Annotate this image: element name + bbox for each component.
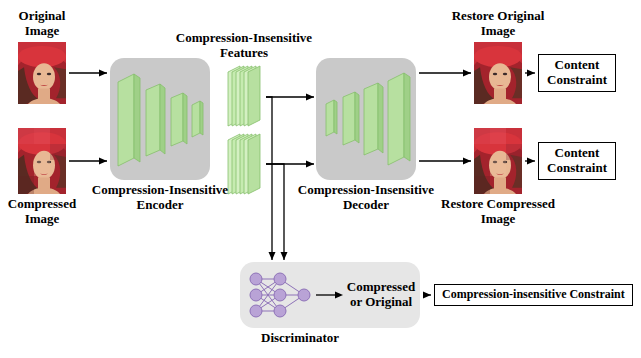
arrow-head: [306, 94, 314, 101]
compressed-photo: [18, 128, 66, 194]
compression-blocks: [474, 128, 522, 194]
arrow-connector: [266, 94, 314, 168]
node-heading: Discriminator: [261, 331, 339, 346]
neuron: [274, 305, 286, 317]
restored-original-photo: [474, 42, 522, 104]
node-heading: Compression-Insensitive Features: [159, 31, 329, 61]
node-heading: Restore Original Image: [438, 9, 558, 39]
box-text: Content Constraint: [546, 146, 608, 176]
layer-block: [160, 84, 165, 154]
block: [490, 128, 506, 144]
arrow-head: [423, 291, 431, 298]
arrow-head: [463, 70, 471, 77]
layer-block: [200, 101, 203, 135]
arrow-head: [99, 158, 107, 165]
block: [474, 176, 490, 194]
arrow-connector: [266, 97, 288, 260]
feature-slice: [248, 66, 260, 126]
photo-node: Compressed Image: [18, 128, 66, 194]
block: [506, 144, 522, 160]
constraint-box: Compression-insensitive Constraint: [434, 284, 633, 306]
discriminator-panel: [240, 262, 420, 328]
layer-block: [183, 93, 187, 144]
layer-block: [404, 73, 410, 161]
layer-block: [388, 73, 404, 165]
block: [34, 128, 50, 144]
encoder-node: Compression-Insensitive Encoder: [110, 58, 210, 180]
box-text: Compression-insensitive Constraint: [442, 288, 625, 302]
feature-slice: [248, 134, 260, 194]
layer-block: [355, 92, 359, 143]
layer-block: [134, 74, 140, 162]
block: [490, 160, 506, 176]
node-heading: Compression-Insensitive Decoder: [281, 183, 451, 213]
block: [474, 128, 490, 144]
arrow-head: [463, 158, 471, 165]
neuron: [250, 289, 262, 301]
neuron: [274, 289, 286, 301]
node-heading: Original Image: [4, 9, 80, 39]
encoder-layers: [118, 74, 203, 166]
arrow-connector: [419, 70, 471, 77]
arrow-connector: [69, 158, 107, 165]
neuron: [298, 289, 310, 301]
layer-block: [364, 83, 378, 155]
node-heading: Compressed Image: [4, 197, 80, 227]
layer-block: [343, 92, 355, 145]
box-text: Content Constraint: [546, 58, 608, 88]
decoder-panel: [316, 58, 416, 180]
photo-node: Original Image: [18, 42, 66, 104]
constraint-box: Content Constraint: [538, 142, 616, 180]
network-neurons: [250, 273, 310, 317]
block: [18, 128, 34, 144]
feature-node: Compression-Insensitive Features: [224, 64, 264, 196]
layer-block: [378, 83, 383, 153]
decoder-node: Compression-Insensitive Decoder: [316, 58, 416, 180]
arrow-head: [306, 161, 314, 168]
connector-line: [266, 97, 272, 260]
layer-block: [326, 100, 334, 136]
constraint-box: Content Constraint: [538, 54, 616, 92]
encoder-panel: [110, 58, 210, 180]
layer-block: [334, 100, 337, 134]
block: [34, 160, 50, 176]
neuron: [250, 273, 262, 285]
layer-block: [118, 74, 134, 166]
node-heading: Restore Compressed Image: [438, 197, 558, 227]
arrow-head: [527, 70, 535, 77]
arrow-connector: [69, 70, 107, 77]
connector-line: [266, 164, 284, 260]
inner-arrow-head: [335, 292, 343, 299]
decoder-layers: [326, 73, 410, 165]
photo-node: Restore Compressed Image: [474, 128, 522, 194]
box-text: Compressed or Original: [346, 280, 416, 310]
neuron: [274, 273, 286, 285]
block: [18, 176, 34, 194]
arrow-connector: [525, 70, 535, 77]
compression-blocks: [18, 128, 66, 194]
arrow-head: [527, 158, 535, 165]
layer-block: [192, 101, 200, 137]
arrow-connector: [423, 291, 431, 298]
arrow-connector: [419, 158, 471, 165]
arrow-head: [281, 252, 288, 260]
layer-block: [171, 93, 183, 146]
photo-node: Restore Original Image: [474, 42, 522, 104]
layer-block: [146, 84, 160, 156]
arrow-connector: [525, 158, 535, 165]
feature-stack: [228, 66, 260, 194]
original-photo: [18, 42, 66, 104]
block: [50, 144, 66, 160]
node-heading: Compression-Insensitive Encoder: [75, 183, 245, 213]
inner-arrow-line: [316, 294, 336, 295]
restored-compressed-photo: [474, 128, 522, 194]
discriminator-node: Compressed or OriginalDiscriminator: [240, 262, 420, 328]
neuron: [250, 305, 262, 317]
arrow-head: [269, 252, 276, 260]
arrow-head: [99, 70, 107, 77]
